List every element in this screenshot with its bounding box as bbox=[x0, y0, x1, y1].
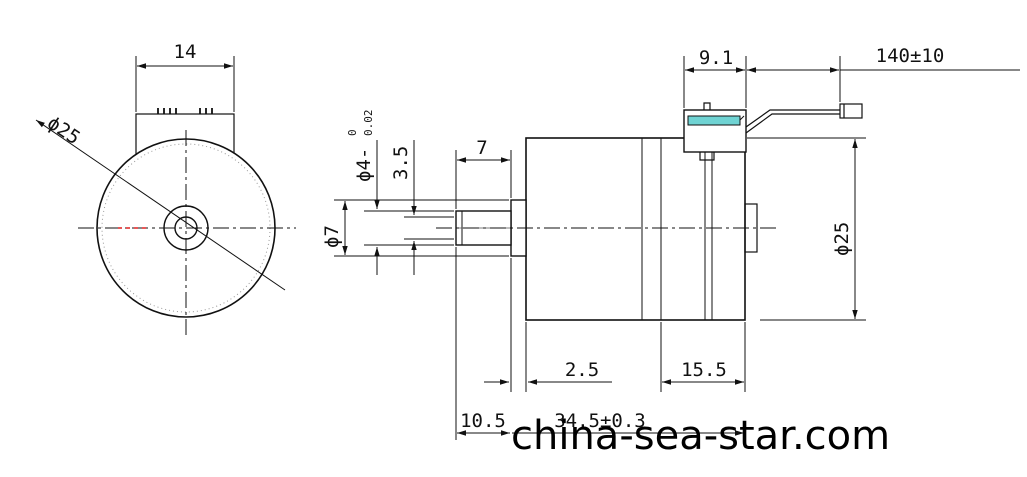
shaft-diameter-label: ϕ7 bbox=[321, 225, 343, 248]
rear-length-dim bbox=[660, 322, 746, 392]
shaft-length-label: 10.5 bbox=[460, 410, 506, 432]
boss-length-label: 2.5 bbox=[565, 359, 599, 381]
side-view bbox=[334, 56, 1020, 440]
lead-wire bbox=[745, 103, 863, 134]
front-terminal-pins bbox=[157, 108, 213, 114]
front-diameter-label: ϕ25 bbox=[43, 112, 84, 149]
lead-length-dim bbox=[747, 56, 1020, 102]
terminal-offset-dim bbox=[683, 56, 747, 108]
front-diameter-leader bbox=[35, 119, 286, 291]
shaft-tolerance-upper: 0 bbox=[346, 129, 359, 136]
watermark: china-sea-star.com bbox=[511, 413, 890, 459]
flat-length-label: 7 bbox=[476, 137, 487, 159]
shaft-tolerance-dim bbox=[364, 140, 454, 275]
flat-depth-dim bbox=[404, 140, 454, 275]
body-length-label: 34.5±0.3 bbox=[554, 410, 646, 432]
front-width-dim bbox=[135, 56, 235, 112]
flat-depth-label: 3.5 bbox=[390, 146, 412, 180]
shaft-tolerance-main: ϕ4- bbox=[353, 148, 375, 182]
body-diameter-label: ϕ25 bbox=[831, 222, 853, 256]
flat-length-dim bbox=[455, 150, 512, 209]
connector-insulator bbox=[687, 115, 741, 126]
shaft-tolerance-lower: 0.02 bbox=[362, 110, 375, 137]
lead-length-label: 140±10 bbox=[876, 45, 945, 67]
front-width-label: 14 bbox=[174, 41, 197, 63]
boss-length-dim bbox=[484, 258, 612, 392]
overall-length-dim bbox=[455, 247, 744, 440]
rear-length-label: 15.5 bbox=[681, 359, 727, 381]
shaft-tolerance-label: ϕ4- 0 0.02 bbox=[346, 110, 375, 183]
shaft-diameter-dim bbox=[334, 199, 509, 257]
body-diameter-dim bbox=[747, 137, 866, 321]
front-view bbox=[35, 56, 296, 338]
terminal-offset-label: 9.1 bbox=[699, 47, 733, 69]
